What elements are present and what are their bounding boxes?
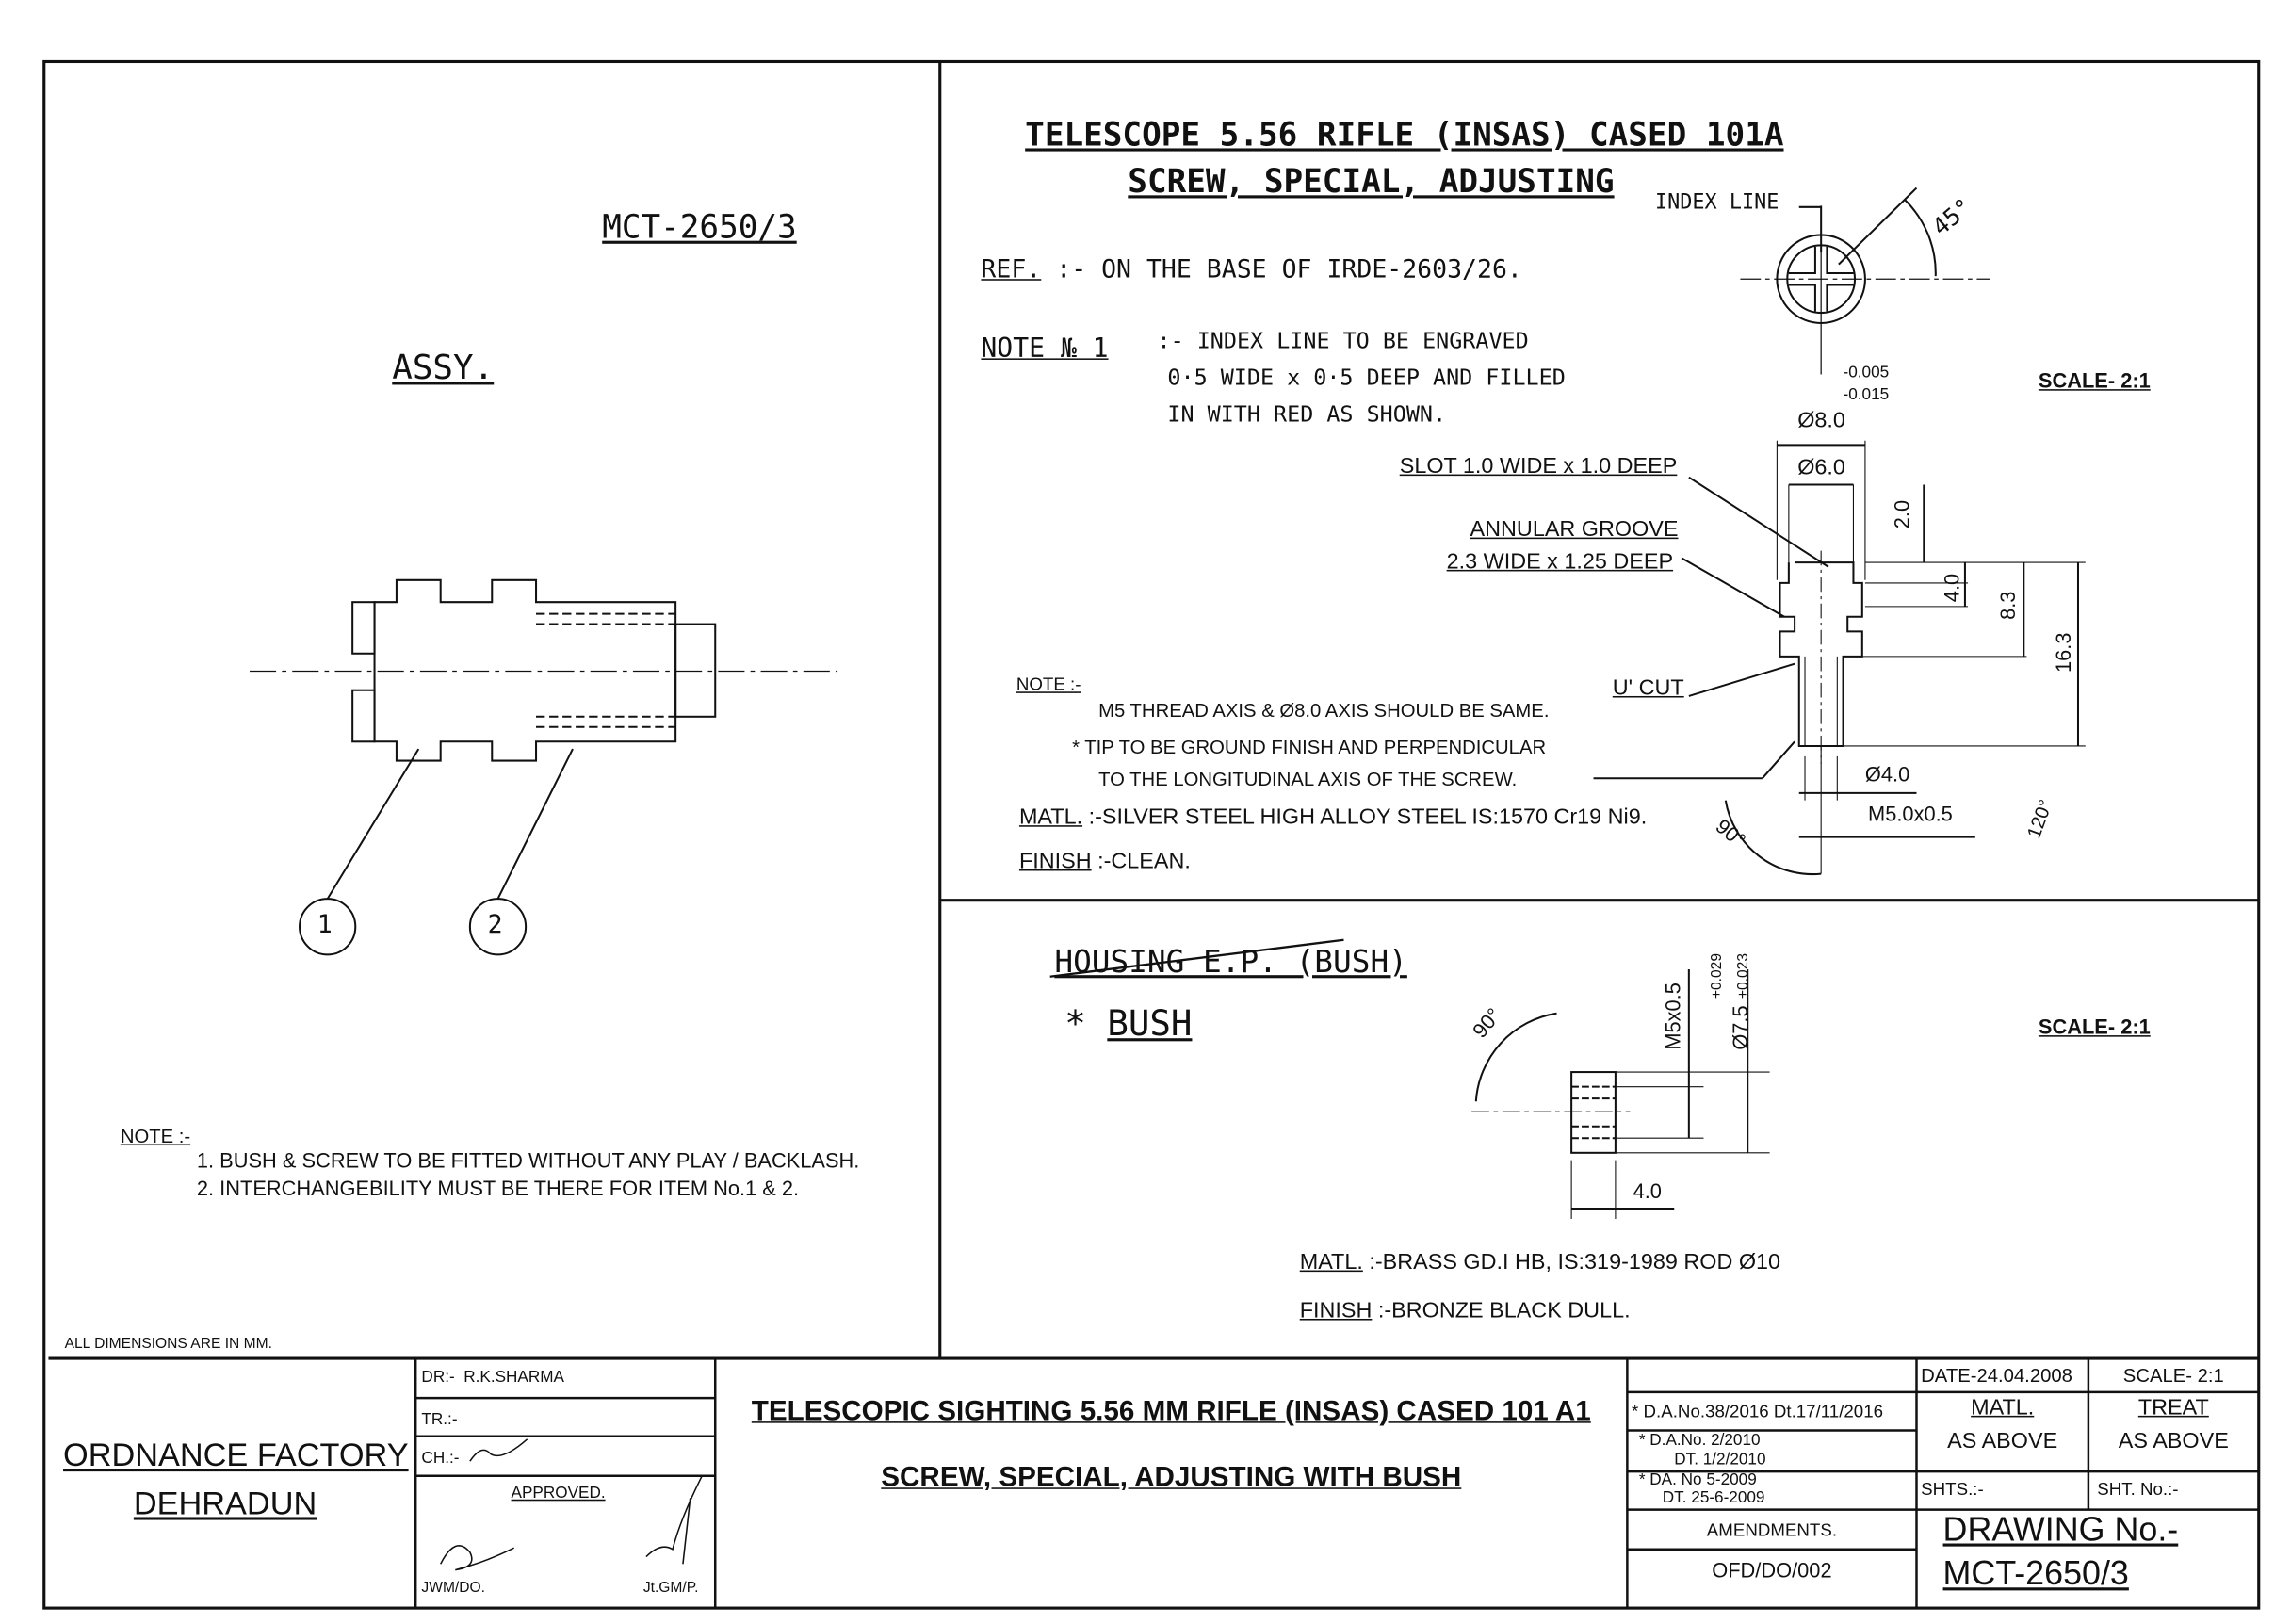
amendment-2: D.A.No. 2/2010 (1649, 1432, 1761, 1450)
groove-callout-1: ANNULAR GROOVE (1470, 516, 1679, 543)
bush-tol-upper: +0.029 (1709, 952, 1726, 999)
sheet-border (42, 59, 2261, 1610)
org-name-2: DEHRADUN (133, 1485, 317, 1522)
ref-text: :- ON THE BASE OF IRDE-2603/26. (1056, 255, 1522, 285)
bush-view (1471, 968, 1770, 1219)
bush-title: BUSH (1107, 1002, 1193, 1045)
assy-note-label: NOTE :- (120, 1125, 191, 1147)
matl-heading: MATL. (1971, 1395, 2035, 1421)
drawing-no-label: DRAWING No.- (1942, 1509, 2179, 1549)
bush-dia: Ø7.5 (1728, 1005, 1752, 1050)
index-line-label: INDEX LINE (1654, 190, 1779, 215)
balloon-2-label: 2 (487, 910, 503, 940)
treat-heading: TREAT (2137, 1395, 2209, 1421)
dia-4: Ø4.0 (1864, 762, 1910, 787)
screw-note-1: M5 THREAD AXIS & Ø8.0 AXIS SHOULD BE SAM… (1098, 699, 1550, 722)
dr-name: R.K.SHARMA (463, 1368, 564, 1387)
bush-tol-lower: +0.023 (1735, 952, 1752, 999)
screw-note-label: NOTE :- (1016, 674, 1081, 695)
dim-16-3: 16.3 (2051, 632, 2075, 674)
assy-note-2: 2. INTERCHANGEBILITY MUST BE THERE FOR I… (196, 1176, 800, 1200)
amendment-3: DA. No 5-2009 (1649, 1471, 1757, 1489)
bush-thread: M5x0.5 (1661, 983, 1685, 1050)
tol-upper: -0.005 (1843, 364, 1890, 382)
note1-line-3: IN WITH RED AS SHOWN. (1167, 400, 1447, 428)
bush-length: 4.0 (1633, 1178, 1662, 1203)
screw-finish-label: FINISH (1018, 849, 1092, 874)
tol-lower: -0.015 (1843, 386, 1890, 404)
bush-matl: :-BRASS GD.I HB, IS:319-1989 ROD Ø10 (1369, 1249, 1781, 1275)
all-dimensions-note: ALL DIMENSIONS ARE IN MM. (64, 1336, 272, 1353)
note1-label: NOTE № 1 (981, 333, 1109, 365)
jwm-label: JWM/DO. (421, 1580, 485, 1597)
bush-finish-label: FINISH (1299, 1298, 1373, 1324)
note1-line-2: 0·5 WIDE x 0·5 DEEP AND FILLED (1167, 364, 1566, 391)
matl-value: AS ABOVE (1947, 1428, 2058, 1454)
assy-note-1: 1. BUSH & SCREW TO BE FITTED WITHOUT ANY… (196, 1148, 860, 1173)
groove-callout-2: 2.3 WIDE x 1.25 DEEP (1446, 549, 1674, 575)
approved-label: APPROVED. (511, 1485, 606, 1502)
bush-old-title: HOUSING E.P. (BUSH) (1054, 944, 1407, 980)
strikethrough (1049, 938, 1344, 978)
dim-4-0: 4.0 (1940, 573, 1964, 603)
screw-title-2: SCREW, SPECIAL, ADJUSTING (1128, 164, 1615, 202)
sheets-label: SHTS.:- (1921, 1478, 1984, 1500)
balloon-1-label: 1 (317, 910, 333, 940)
screw-matl: :-SILVER STEEL HIGH ALLOY STEEL IS:1570 … (1088, 804, 1648, 830)
dim-8-3: 8.3 (1995, 591, 2020, 620)
ch-label: CH.:- (421, 1449, 460, 1468)
screw-scale: SCALE- 2:1 (2038, 368, 2151, 393)
tr-label: TR.:- (421, 1411, 458, 1429)
note1-line-1: :- INDEX LINE TO BE ENGRAVED (1157, 327, 1529, 354)
bush-matl-label: MATL. (1299, 1249, 1363, 1275)
treat-value: AS ABOVE (2118, 1428, 2229, 1454)
drawing-no: MCT-2650/3 (1942, 1553, 2129, 1592)
balloon-1 (299, 898, 357, 956)
assembly-view (250, 578, 837, 956)
screw-note-2: TIP TO BE GROUND FINISH AND PERPENDICULA… (1084, 736, 1547, 758)
sheet-no-label: SHT. No.:- (2097, 1478, 2179, 1500)
screw-finish: :-CLEAN. (1097, 849, 1191, 874)
screw-note-3: TO THE LONGITUDINAL AXIS OF THE SCREW. (1098, 768, 1518, 790)
screw-matl-label: MATL. (1018, 804, 1083, 830)
dr-label: DR:- (421, 1368, 455, 1387)
assy-drawing-ref: MCT-2650/3 (602, 209, 797, 247)
drawing-title-1: TELESCOPIC SIGHTING 5.56 MM RIFLE (INSAS… (751, 1396, 1591, 1428)
jtgm-label: Jt.GM/P. (642, 1580, 699, 1597)
screw-side-view (1593, 440, 2086, 876)
slot-callout: SLOT 1.0 WIDE x 1.0 DEEP (1399, 453, 1678, 479)
amendment-1: D.A.No.38/2016 Dt.17/11/2016 (1643, 1401, 1884, 1422)
dia-6: Ø6.0 (1797, 455, 1845, 480)
title-scale: SCALE- 2:1 (2122, 1364, 2224, 1387)
screw-top-view (1740, 187, 1990, 375)
amendments-label: AMENDMENTS. (1706, 1519, 1838, 1541)
bush-scale: SCALE- 2:1 (2038, 1015, 2151, 1039)
amendment-2-date: DT. 1/2/2010 (1674, 1451, 1766, 1469)
thread-m5: M5.0x0.5 (1868, 802, 1953, 826)
date: DATE-24.04.2008 (1921, 1364, 2072, 1387)
amendment-3-date: DT. 25-6-2009 (1662, 1488, 1765, 1507)
balloon-2 (468, 898, 528, 956)
signatures (440, 1438, 703, 1571)
ucut-callout: U' CUT (1612, 675, 1684, 701)
dim-2-0: 2.0 (1890, 499, 1914, 529)
bush-finish: :-BRONZE BLACK DULL. (1377, 1298, 1631, 1324)
title-block-grid (414, 1358, 2259, 1609)
assy-title: ASSY. (392, 349, 495, 388)
ref-label: REF. (981, 255, 1042, 285)
dia-8: Ø8.0 (1797, 408, 1845, 433)
org-name-1: ORDNANCE FACTORY (63, 1436, 409, 1473)
screw-title-1: TELESCOPE 5.56 RIFLE (INSAS) CASED 101A (1025, 117, 1784, 154)
drawing-title-2: SCREW, SPECIAL, ADJUSTING WITH BUSH (881, 1462, 1462, 1494)
doc-code: OFD/DO/002 (1712, 1558, 1832, 1583)
